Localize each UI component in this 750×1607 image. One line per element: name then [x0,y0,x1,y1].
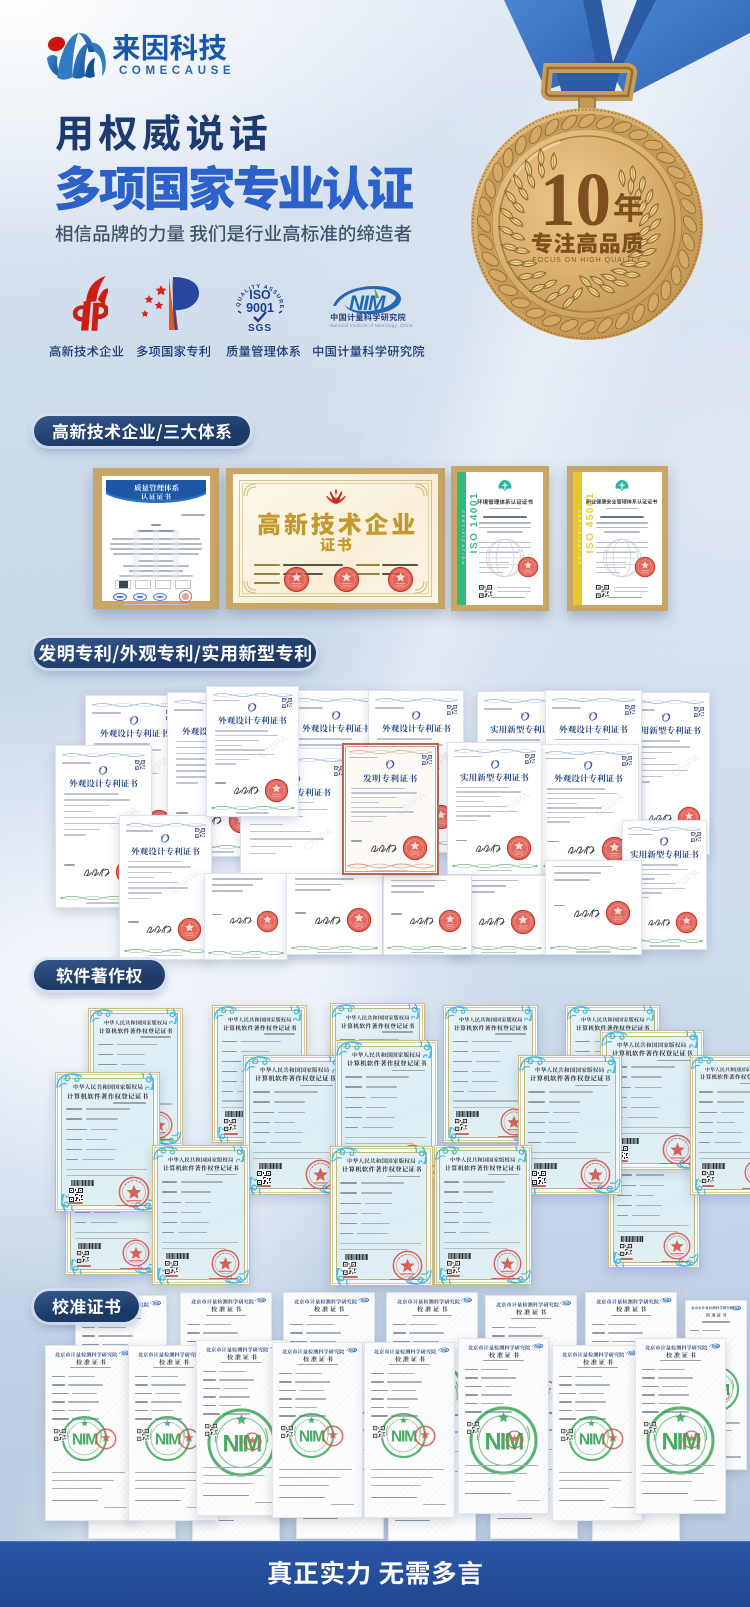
svg-text:10: 10 [540,158,611,242]
svg-text:9001: 9001 [246,301,274,315]
svg-text:NIM: NIM [153,1302,159,1306]
svg-text:NIM: NIM [464,1299,470,1303]
svg-text:NIM: NIM [349,1349,355,1353]
svg-text:NIM: NIM [629,1352,635,1356]
svg-text:NIM: NIM [733,1307,739,1311]
svg-text:ISO: ISO [249,288,271,302]
svg-text:NIM: NIM [361,1299,367,1303]
svg-text:FOCUS ON HIGH QUALITY: FOCUS ON HIGH QUALITY [532,257,641,264]
svg-text:NIM: NIM [122,1352,128,1356]
svg-text:NIM: NIM [349,292,386,315]
svg-text:NIM: NIM [563,1302,569,1306]
svg-text:NIM: NIM [258,1299,264,1303]
svg-text:SGS: SGS [248,323,272,333]
svg-text:NIM: NIM [663,1299,669,1303]
svg-text:NIM: NIM [712,1345,718,1349]
svg-text:NIM: NIM [535,1345,541,1349]
svg-text:NIM: NIM [441,1349,447,1353]
